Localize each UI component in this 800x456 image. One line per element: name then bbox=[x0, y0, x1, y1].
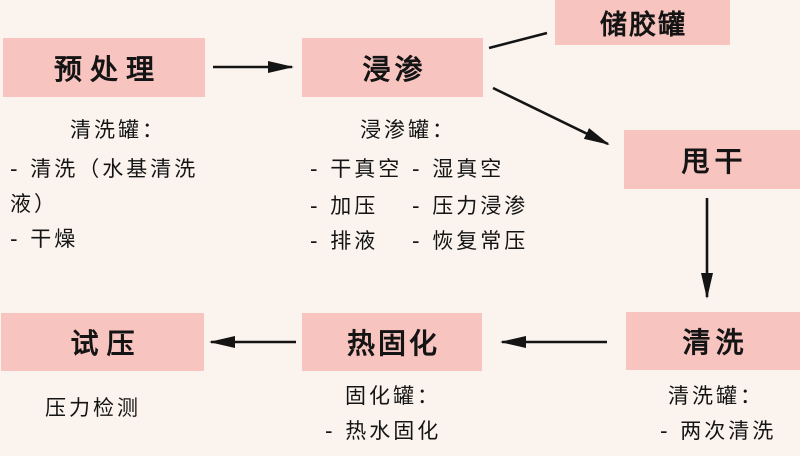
node-pretreatment: 预处理 bbox=[3, 38, 205, 97]
node-impregnation: 浸渗 bbox=[302, 38, 483, 97]
note-cure-tank-header: 固化罐： bbox=[345, 384, 441, 408]
note-wash-tank-line: 液） bbox=[10, 192, 58, 216]
note-wash-tank-line: - 清洗（水基清洗 bbox=[10, 157, 199, 181]
note-pressure-detection: 压力检测 bbox=[45, 396, 141, 420]
node-pressure-test-label: 试压 bbox=[70, 327, 143, 360]
node-pretreatment-label: 预处理 bbox=[53, 52, 162, 86]
node-pressure-test: 试压 bbox=[1, 313, 204, 371]
note-impregnation-step: - 湿真空 bbox=[412, 157, 505, 181]
arrow-impregnation-to-spin-dry bbox=[492, 86, 610, 146]
node-impregnation-label: 浸渗 bbox=[362, 52, 427, 86]
note-wash-tank-line: - 干燥 bbox=[10, 227, 79, 251]
node-glue-tank-label: 储胶罐 bbox=[600, 10, 687, 41]
note-impregnation-tank-header: 浸渗罐： bbox=[360, 118, 456, 142]
node-cleaning: 清洗 bbox=[626, 312, 800, 370]
note-wash-tank-header: 清洗罐： bbox=[70, 118, 166, 142]
note-impregnation-step: - 排液 bbox=[310, 229, 379, 253]
node-cleaning-label: 清洗 bbox=[682, 326, 749, 359]
connector-impregnation-glue-tank bbox=[488, 31, 548, 50]
node-spin-dry-label: 甩干 bbox=[681, 144, 748, 178]
note-impregnation-step: - 恢复常压 bbox=[412, 229, 529, 253]
note-impregnation-step: - 压力浸渗 bbox=[412, 194, 529, 218]
note-cleaning-tank-header: 清洗罐： bbox=[668, 384, 764, 408]
node-heat-cure: 热固化 bbox=[302, 313, 482, 371]
node-heat-cure-label: 热固化 bbox=[346, 327, 440, 360]
node-spin-dry: 甩干 bbox=[624, 130, 800, 189]
note-cure-tank-line: - 热水固化 bbox=[325, 419, 442, 443]
node-glue-tank: 储胶罐 bbox=[555, 0, 730, 45]
note-impregnation-step: - 加压 bbox=[310, 194, 379, 218]
note-impregnation-step: - 干真空 bbox=[310, 157, 403, 181]
note-cleaning-tank-line: - 两次清洗 bbox=[660, 419, 777, 443]
